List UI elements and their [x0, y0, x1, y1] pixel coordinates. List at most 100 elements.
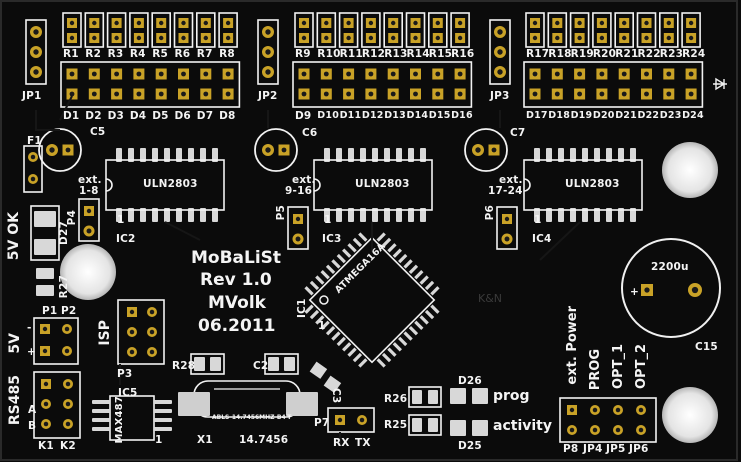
ic3-pin-bot-2 — [336, 208, 342, 222]
bank3-resistor-6-b-drill — [644, 35, 649, 41]
activity-led-label: activity — [493, 418, 552, 434]
bank1-resistor-5-a-drill — [159, 20, 164, 26]
bank3-led-5-a-drill — [621, 71, 627, 77]
bank2-led-label-3: D11 — [339, 110, 362, 121]
p6-outline — [496, 206, 518, 250]
ic3-pin-top-7 — [396, 148, 402, 162]
c7-outline — [464, 128, 508, 172]
opt-pin-bot-4-drill — [638, 427, 644, 433]
bank3-led-label-6: D22 — [637, 110, 660, 121]
serial-header-outline — [327, 407, 375, 433]
bank1-resistor-4-a-drill — [136, 20, 142, 26]
crystal-pad-a — [178, 392, 210, 416]
ic5-pin-one: 1 — [155, 434, 163, 446]
p4-pin1-drill — [86, 208, 92, 214]
bank3-led-8-a-drill — [688, 71, 694, 77]
project-name: MoBaLiSt — [191, 248, 282, 268]
bank1-led-row-outline — [60, 61, 241, 108]
rs485-pin6-drill — [65, 421, 71, 427]
ic2-pin-top-1 — [116, 148, 122, 162]
ic3-pin-bot-6 — [384, 208, 390, 222]
bank2-resistor-3-a-drill — [346, 20, 351, 26]
bank1-led-5-a-drill — [158, 71, 164, 77]
bank1-resistor-outline-5 — [151, 12, 171, 48]
bank2-led-7-b-drill — [435, 91, 441, 97]
bank3-resistor-8-b-drill — [688, 35, 694, 41]
c2-outline — [264, 353, 299, 375]
ic3-pin-top-1 — [324, 148, 330, 162]
mcu-pin-e4 — [408, 326, 419, 336]
rs485-pin2-drill — [65, 381, 71, 387]
bank1-led-1-b-drill — [69, 91, 75, 97]
p2-pin1-drill — [64, 326, 70, 332]
jp3-outline — [489, 19, 511, 85]
serial-tx-pin-drill — [359, 417, 365, 423]
bank3-resistor-3-a-drill — [577, 20, 582, 26]
opt-label-opt2: OPT_2 — [634, 344, 649, 389]
mcu-pin-e6 — [398, 336, 408, 347]
p6-ext-text: ext. — [499, 174, 523, 186]
d25-pad-a — [450, 420, 466, 436]
bank3-resistor-outline-1 — [525, 12, 545, 48]
ic2-pin-top-3 — [140, 148, 146, 162]
bank2-resistor-outline-2 — [316, 12, 337, 48]
opt-pin-bot-1-drill — [569, 427, 575, 433]
bank1-led-label-5: D5 — [152, 110, 169, 122]
mcu-pin-e1 — [424, 309, 435, 320]
isp-pin2-drill — [149, 309, 155, 315]
ic4-pin-top-4 — [570, 148, 576, 162]
rs485-pin5-drill — [43, 421, 49, 427]
k1-ref: K1 — [38, 440, 54, 452]
ic3-pin-bot-7 — [396, 208, 402, 222]
ic3-notch — [313, 178, 321, 192]
jp2-pin1-drill — [265, 29, 271, 35]
p6-pin2-drill — [504, 236, 510, 242]
ic4-pin-bot-3 — [558, 208, 564, 222]
isp-pin1-drill — [129, 309, 135, 315]
ic4-ref: IC4 — [532, 233, 552, 245]
rs485-b: B — [28, 420, 37, 432]
power-input-outline — [33, 317, 79, 365]
ic3-pin-bot-9 — [420, 208, 426, 222]
crystal-silk: ABLS-14.7456MHZ-B4-T — [212, 414, 292, 421]
p1-pin1-drill — [42, 326, 48, 332]
bank2-resistor-7-b-drill — [435, 35, 440, 41]
mcu-pin-s3 — [320, 320, 330, 330]
rs485-a: A — [28, 404, 37, 416]
bank1-resistor-3-a-drill — [114, 20, 119, 26]
bank2-resistor-3-b-drill — [346, 35, 351, 41]
ic3-pin-top-3 — [348, 148, 354, 162]
bank2-resistor-1-a-drill — [301, 20, 307, 26]
mcu-pin-s5 — [331, 331, 341, 341]
bank2-led-label-2: D10 — [317, 110, 340, 121]
bank3-resistor-3-b-drill — [577, 35, 582, 41]
fuse-outline — [23, 145, 43, 193]
ic2-pin-bot-4 — [152, 208, 158, 222]
c15-value: 2200u — [651, 261, 689, 273]
bank2-resistor-4-a-drill — [368, 20, 374, 26]
five-volt-minus: - — [27, 322, 32, 334]
ic2-pin-top-9 — [212, 148, 218, 162]
c5-pos-drill — [65, 147, 71, 153]
ic2-pin-bot-8 — [200, 208, 206, 222]
mcu-pin-e10 — [376, 358, 386, 368]
bank1-resistor-label-4: R4 — [129, 48, 146, 60]
d27-ref: D27 — [58, 221, 70, 245]
c6-ref: C6 — [302, 127, 318, 139]
jp3-pin3-drill — [497, 69, 503, 75]
bank3-resistor-outline-7 — [658, 12, 679, 48]
bank2-led-label-4: D12 — [361, 110, 384, 121]
mcu-ref: IC1 — [296, 298, 308, 318]
ic2-pin-bot-9 — [212, 208, 218, 222]
led-symbol-icon — [713, 77, 727, 91]
bank1-led-2-b-drill — [91, 91, 97, 97]
ic5-pin-right-3 — [154, 418, 172, 422]
c15-plus: + — [630, 286, 639, 298]
bank1-led-6-a-drill — [181, 71, 186, 77]
bank3-led-label-2: D18 — [548, 110, 571, 121]
bank3-led-1-a-drill — [532, 71, 538, 77]
jp1-outline — [25, 19, 47, 85]
revision-label: Rev 1.0 — [200, 270, 272, 290]
bank1-resistor-7-b-drill — [203, 35, 208, 41]
